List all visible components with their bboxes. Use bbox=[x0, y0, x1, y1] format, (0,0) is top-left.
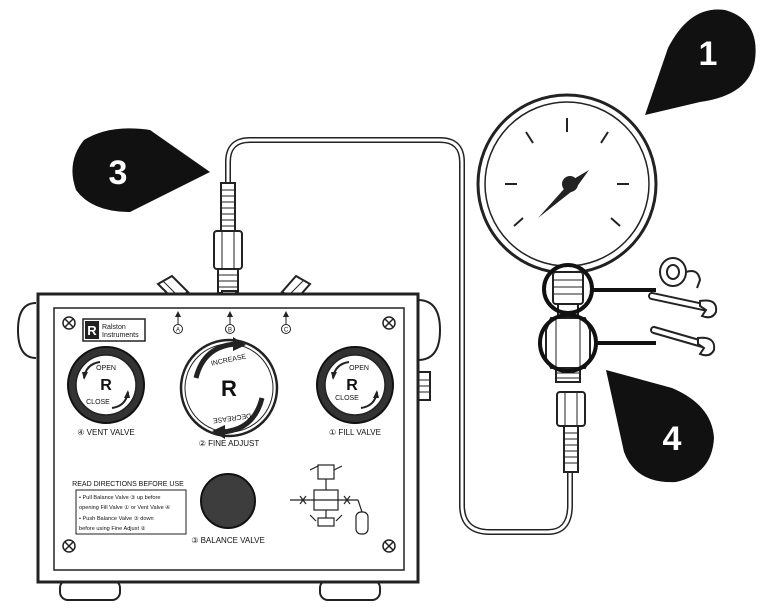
pressure-gauge bbox=[476, 93, 658, 275]
svg-text:R: R bbox=[87, 323, 97, 338]
balance-valve-knob bbox=[200, 473, 256, 529]
balance-valve-label: ③ BALANCE VALVE bbox=[191, 536, 265, 545]
svg-text:R: R bbox=[100, 377, 112, 394]
directions-line-4: before using Fine Adjust ② bbox=[79, 525, 146, 532]
brand-subtitle: Instruments bbox=[102, 332, 139, 339]
brand-logo: R Ralston Instruments bbox=[82, 318, 146, 342]
svg-text:R: R bbox=[221, 376, 237, 401]
vent-open-label: OPEN bbox=[96, 365, 116, 372]
fill-valve-knob: OPEN R CLOSE bbox=[316, 346, 394, 424]
callout-4: 4 bbox=[606, 370, 714, 483]
hose-fitting-bottom bbox=[556, 391, 586, 473]
brand-name: Ralston bbox=[102, 324, 126, 331]
fine-adjust-knob: INCREASE DECREASE R bbox=[179, 337, 279, 439]
callout-1-number: 1 bbox=[699, 35, 718, 73]
wrench-upper-icon bbox=[648, 292, 718, 319]
fine-adjust-label: ② FINE ADJUST bbox=[199, 439, 260, 448]
fill-open-label: OPEN bbox=[349, 365, 369, 372]
wrench-lower-icon bbox=[650, 326, 716, 357]
port-labels: A B C bbox=[173, 311, 291, 334]
gauge-ticks bbox=[505, 118, 629, 227]
corner-screws bbox=[62, 316, 396, 553]
port-b-label: B bbox=[228, 328, 232, 334]
directions-line-3: • Push Balance Valve ③ down bbox=[79, 515, 154, 522]
valve-schematic bbox=[290, 464, 369, 535]
directions-line-1: • Pull Balance Valve ③ up before bbox=[79, 494, 161, 501]
fill-close-label: CLOSE bbox=[335, 395, 359, 402]
vent-valve-knob: OPEN R CLOSE bbox=[67, 346, 145, 424]
callout-1: 1 bbox=[645, 9, 756, 115]
fill-valve-label: ① FILL VALVE bbox=[329, 428, 381, 437]
directions-title: READ DIRECTIONS BEFORE USE bbox=[72, 481, 184, 488]
vent-valve-label: ④ VENT VALVE bbox=[77, 428, 134, 437]
port-c-label: C bbox=[284, 328, 289, 334]
svg-text:R: R bbox=[346, 377, 358, 394]
thread-tape-icon bbox=[659, 257, 702, 289]
vent-close-label: CLOSE bbox=[86, 399, 110, 406]
callout-3: 3 bbox=[72, 128, 210, 212]
callout-4-number: 4 bbox=[663, 420, 682, 458]
directions-box: READ DIRECTIONS BEFORE USE • Pull Balanc… bbox=[72, 481, 187, 535]
port-a-label: A bbox=[176, 328, 180, 334]
gauge-adapter bbox=[545, 271, 591, 383]
directions-line-2: opening Fill Valve ① or Vent Valve ④ bbox=[79, 504, 170, 511]
hose-fitting-top bbox=[213, 182, 243, 294]
callout-3-number: 3 bbox=[109, 154, 128, 192]
